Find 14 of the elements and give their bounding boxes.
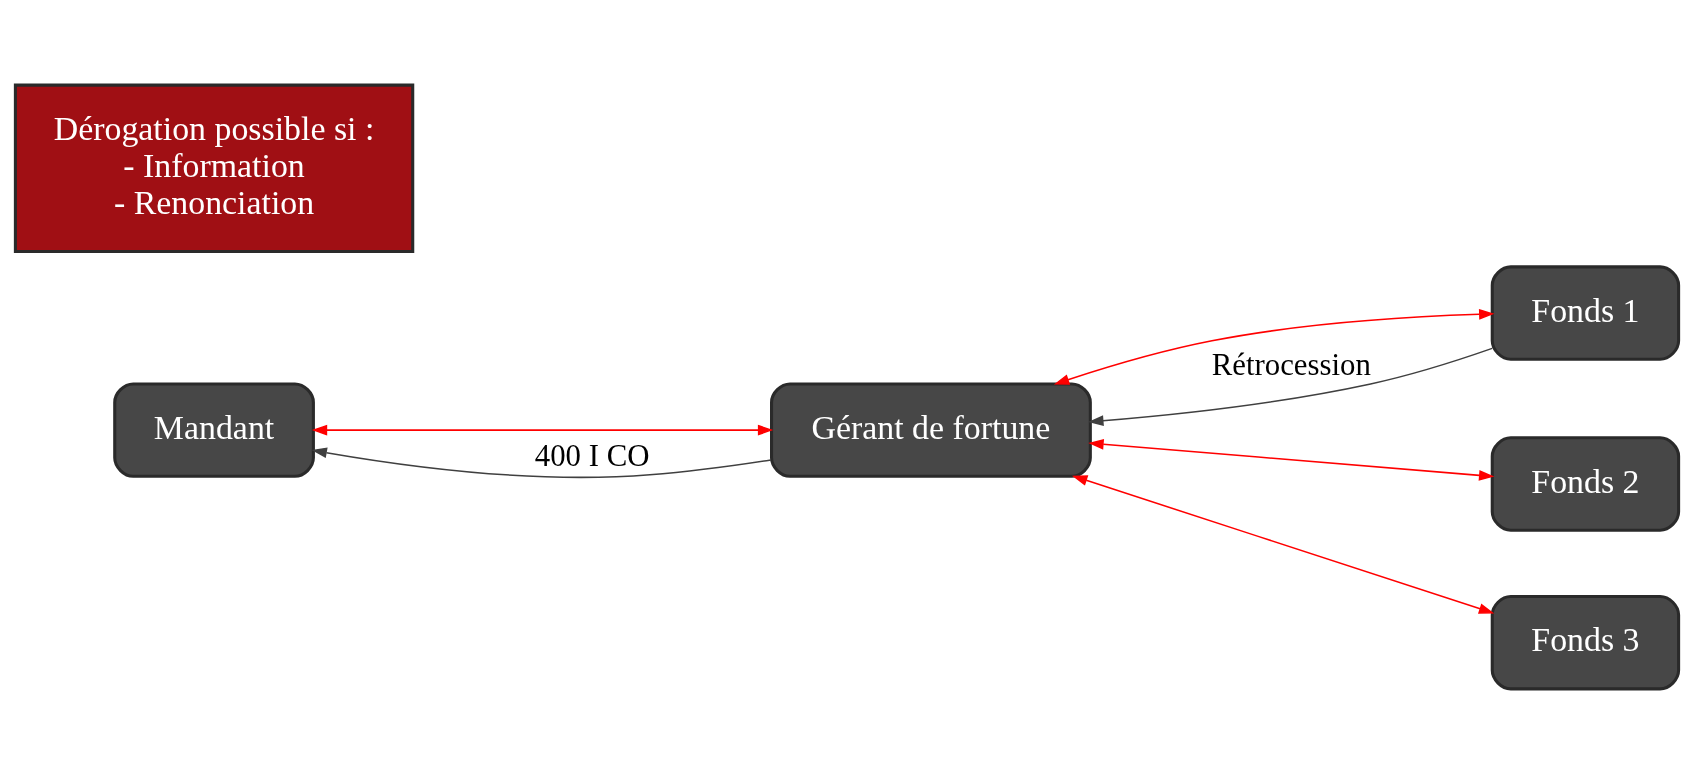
node-box: Dérogation possible si : - Information - Renonciation bbox=[13, 83, 415, 253]
arrow bbox=[1088, 438, 1495, 481]
edge-label: Rétrocession bbox=[1211, 347, 1371, 382]
node-box: Fonds 2 bbox=[1490, 436, 1681, 532]
arrow bbox=[1053, 308, 1495, 385]
arrow bbox=[1088, 347, 1493, 427]
arrow bbox=[311, 424, 774, 436]
arrow bbox=[311, 447, 772, 478]
node-box: Fonds 3 bbox=[1490, 594, 1681, 691]
node-box: Fonds 1 bbox=[1490, 265, 1681, 361]
edge-label: 400 I CO bbox=[534, 438, 650, 473]
node-box: Gérant de fortune bbox=[770, 382, 1092, 478]
node-box: Mandant bbox=[113, 382, 315, 478]
arrow bbox=[1072, 475, 1495, 614]
